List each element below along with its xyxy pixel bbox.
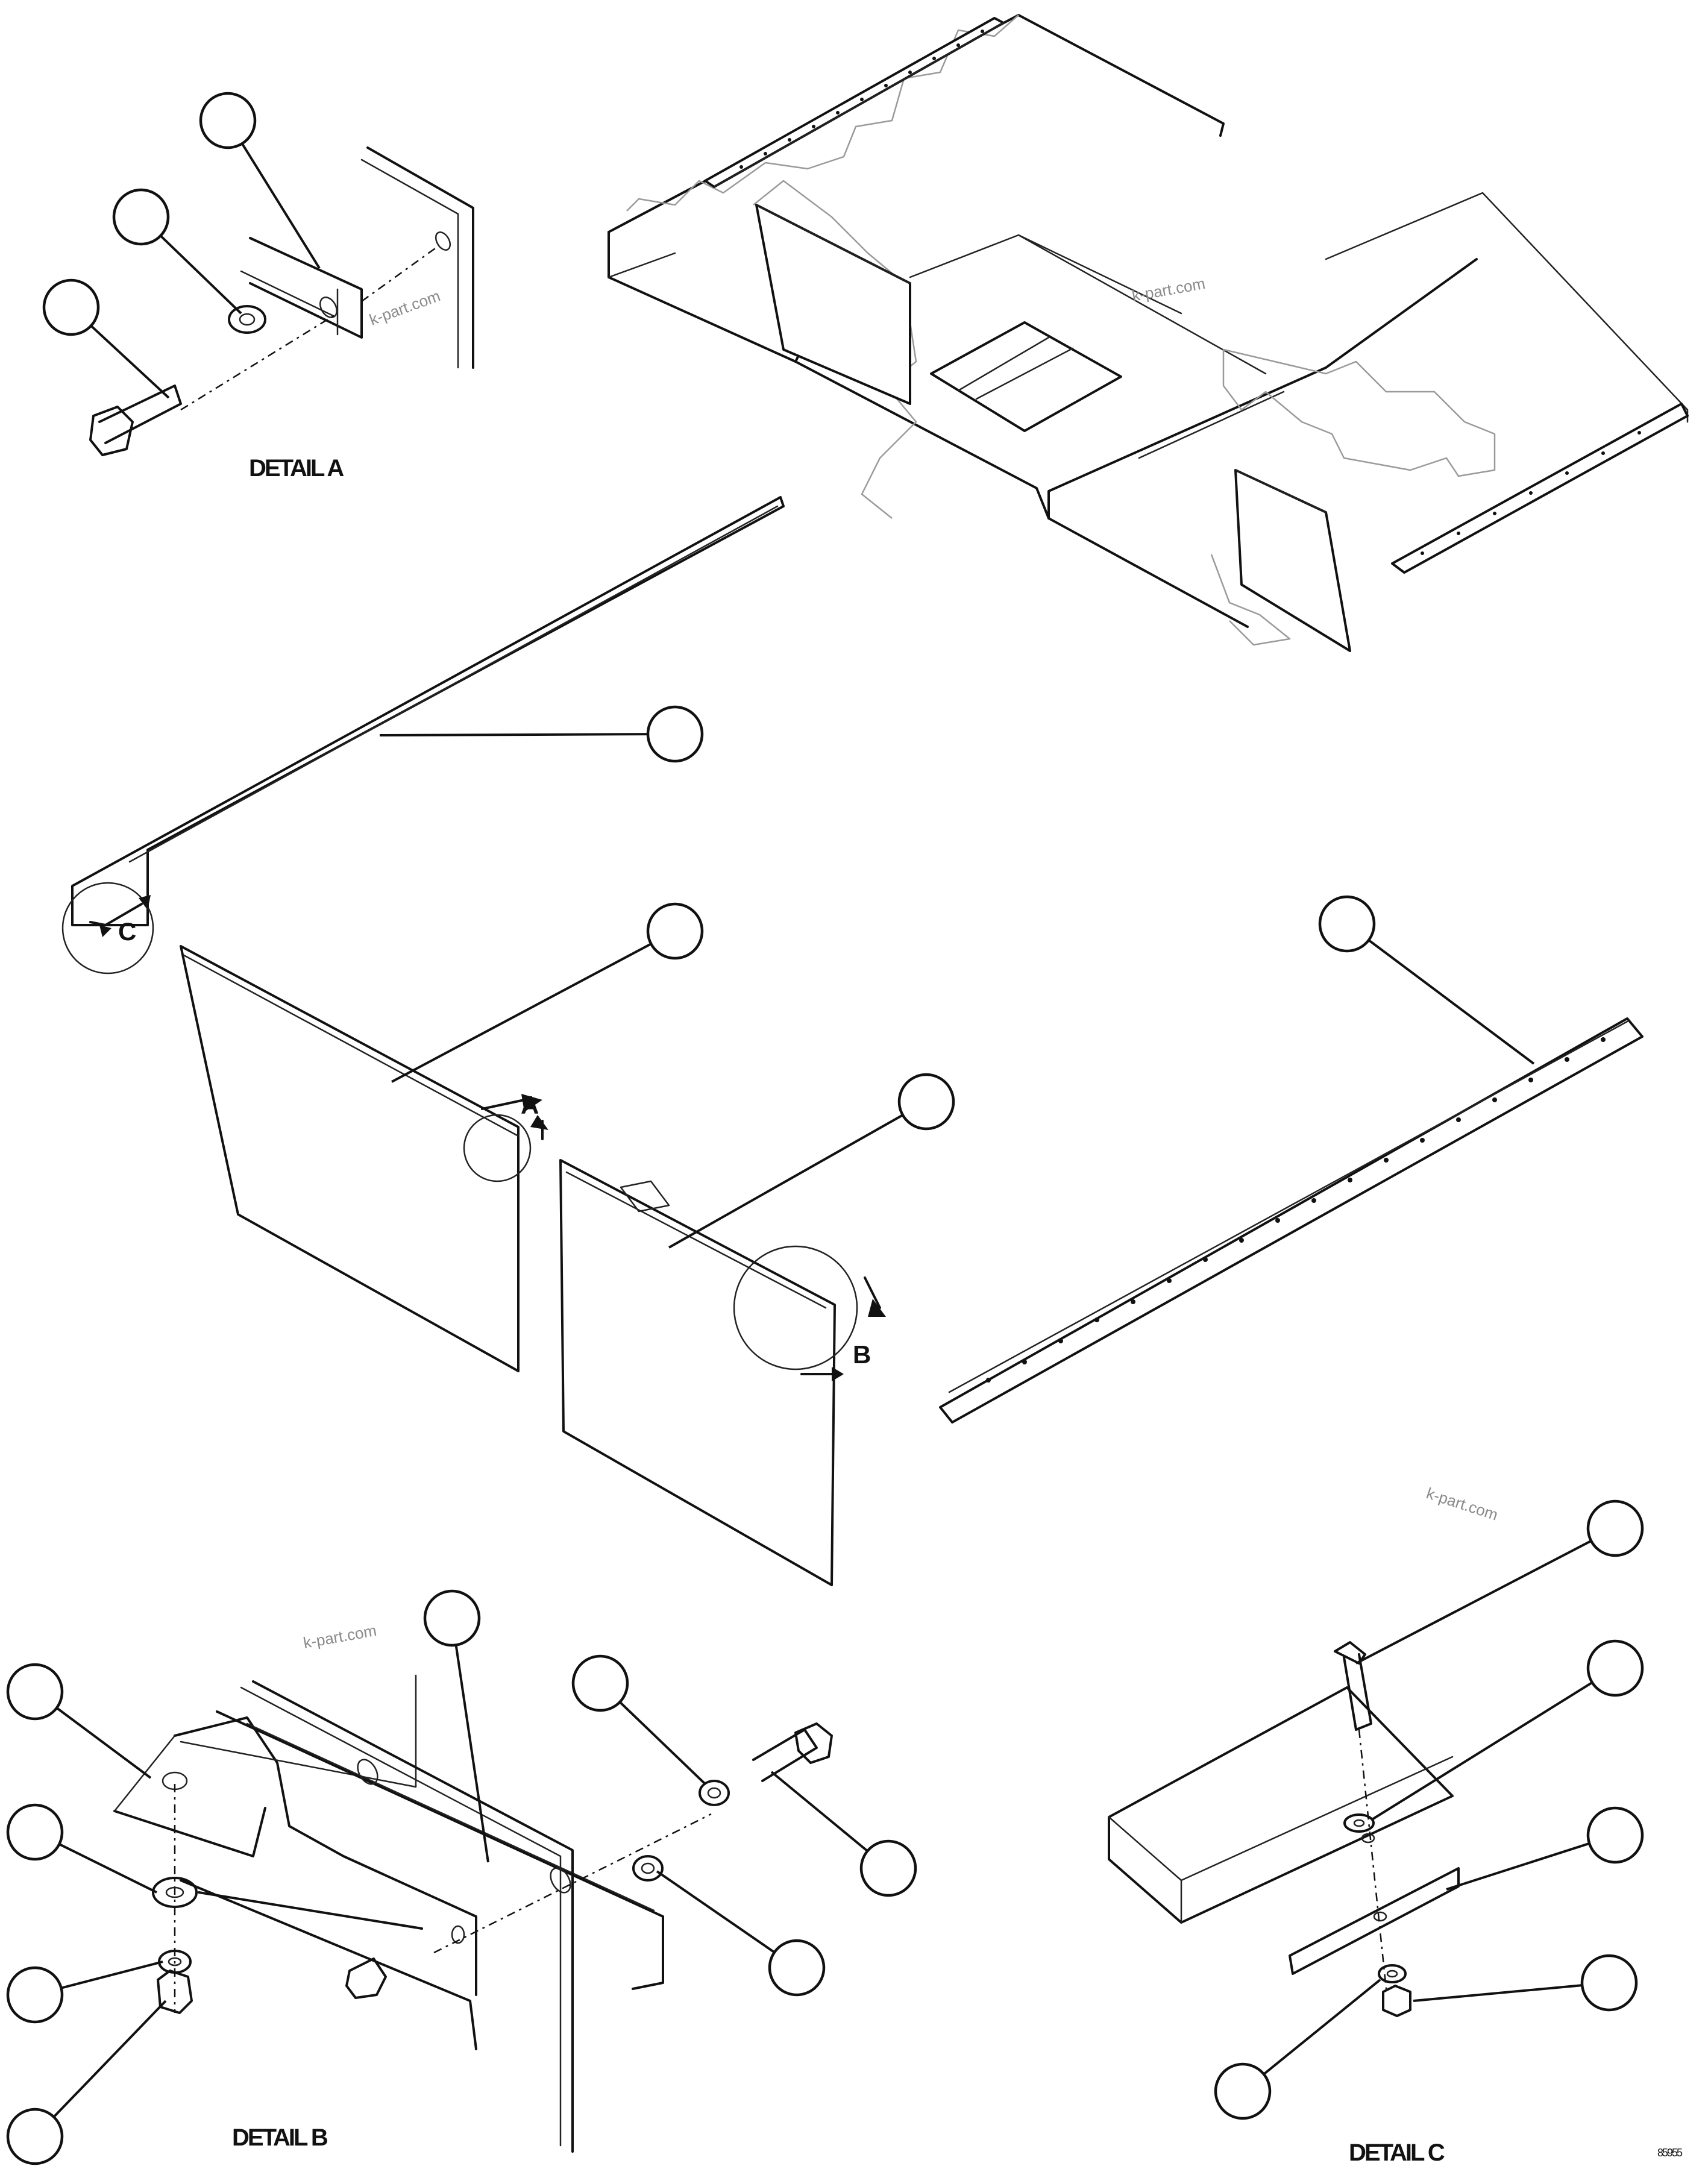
detail-c-view xyxy=(1108,1641,1460,2017)
callout-bubble xyxy=(1580,1954,1638,2012)
callout-bubble xyxy=(646,902,704,960)
view-arrows xyxy=(99,895,886,1381)
main-assembly-view xyxy=(608,14,1689,652)
view-ref-c: C xyxy=(118,917,136,946)
watermark: k-part.com xyxy=(1131,274,1207,305)
hinge-strip-left xyxy=(61,496,785,975)
detail-a-label: DETAIL A xyxy=(249,455,344,482)
callout-bubble xyxy=(6,1663,64,1721)
callout-bubble xyxy=(6,1803,64,1861)
hinge-strip-holes-top xyxy=(739,30,984,169)
view-ref-b: B xyxy=(853,1340,871,1369)
callout-bubble xyxy=(199,92,257,149)
flap-panel-left xyxy=(180,945,532,1372)
callout-bubble xyxy=(1586,1499,1644,1557)
callout-bubble xyxy=(423,1589,481,1647)
callout-bubble xyxy=(1318,895,1376,953)
flap-panel-center xyxy=(559,1159,858,1586)
callout-bubble xyxy=(42,278,100,336)
detail-b-view xyxy=(113,1674,833,2153)
callout-bubble xyxy=(1214,2062,1272,2120)
callout-bubble xyxy=(1586,1806,1644,1864)
view-ref-a: A xyxy=(521,1091,539,1119)
callout-bubbles xyxy=(6,92,1644,2165)
detail-b-label: DETAIL B xyxy=(232,2124,328,2151)
watermark: k-part.com xyxy=(1424,1484,1500,1524)
callout-bubble xyxy=(768,1939,826,1997)
callout-bubble xyxy=(6,2108,64,2165)
watermark: k-part.com xyxy=(367,286,443,328)
callout-bubble xyxy=(897,1073,955,1131)
callout-bubble xyxy=(112,188,170,246)
callout-bubble xyxy=(6,1966,64,2024)
hinge-strip-right xyxy=(939,1017,1644,1424)
figure-number: 85955 xyxy=(1657,2147,1683,2159)
detail-a-view xyxy=(89,146,474,456)
callout-bubble xyxy=(571,1654,629,1712)
callout-bubble xyxy=(646,705,704,763)
detail-c-label: DETAIL C xyxy=(1349,2139,1445,2166)
watermark: k-part.com xyxy=(302,1621,378,1652)
callout-bubble xyxy=(859,1839,917,1897)
callout-bubble xyxy=(1586,1639,1644,1697)
